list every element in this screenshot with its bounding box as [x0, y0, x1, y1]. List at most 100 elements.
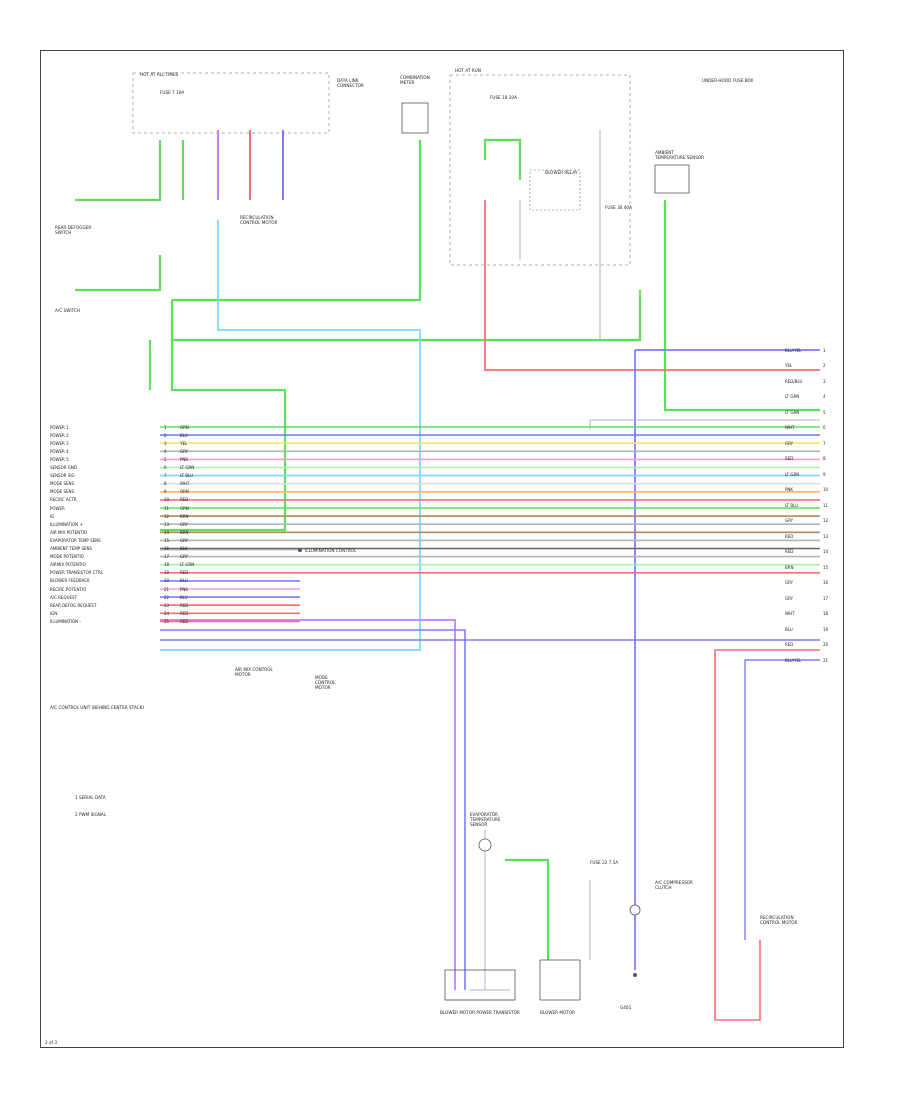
pin-color: GRY — [180, 448, 189, 454]
pin-color: BLU — [180, 432, 188, 438]
blower-motor-label: BLOWER MOTOR — [540, 1010, 576, 1015]
pin-color: PNK — [180, 586, 189, 592]
pin-label: POWER — [50, 505, 65, 511]
right-wire-color: WHT — [785, 611, 795, 616]
hot-label: HOT AT ALL TIMES — [140, 72, 179, 77]
pin-label: POWER 5 — [50, 456, 69, 462]
pin-color: GRY — [180, 521, 189, 527]
pin-number: 15 — [164, 537, 170, 543]
pin-number: 4 — [164, 448, 167, 454]
pin-label: POWER TRANSISTOR CTRL — [50, 570, 104, 576]
pin-number: 7 — [164, 473, 167, 479]
pin-color: RED — [180, 497, 189, 503]
right-wire-color: RED — [785, 533, 794, 539]
blower-motor-body — [539, 959, 581, 1001]
left-switch-1-label: REAR DEFOGGER SWITCH — [55, 225, 92, 236]
pin-number: 18 — [164, 562, 170, 568]
relay-body — [529, 169, 581, 211]
pin-color: RED — [180, 618, 189, 624]
pin-label: AMBIENT TEMP SENS — [50, 546, 93, 551]
pin-color: BLK — [180, 546, 188, 551]
mode-motor-label: MODE CONTROL MOTOR — [315, 675, 336, 691]
fuse-1: FUSE 18 10A — [490, 95, 517, 100]
power-transistor-label: BLOWER MOTOR POWER TRANSISTOR — [440, 1010, 520, 1015]
underhood-box — [449, 74, 631, 266]
pin-number: 21 — [164, 586, 170, 592]
pin-color: ORN — [180, 489, 189, 495]
pin-label: EVAPORATOR TEMP SENS — [50, 537, 101, 543]
right-wire-color: RED — [785, 549, 794, 554]
right-wire-color: BLU — [785, 626, 793, 632]
pin-number: 5 — [164, 456, 167, 462]
right-pin-number: 18 — [823, 611, 829, 616]
blue-wire-5 — [744, 659, 820, 940]
right-wire-color: BLU/YEL — [785, 347, 802, 353]
pin-color: YEL — [180, 440, 188, 446]
combination-meter-body — [401, 102, 429, 134]
right-pin-number: 9 — [823, 471, 826, 477]
right-wire-color: WHT — [785, 425, 795, 430]
pin-label: POWER 4 — [50, 448, 69, 454]
right-pin-number: 10 — [823, 487, 829, 492]
ecu-hot-box — [132, 72, 330, 134]
right-pin-number: 2 — [823, 363, 826, 368]
pin-label: POWER 1 — [50, 424, 69, 430]
pin-label: AIR MIX POTENTIO — [50, 529, 87, 535]
clutch-body — [629, 904, 641, 916]
evap-sensor-label: EVAPORATOR TEMPERATURE SENSOR — [470, 812, 501, 828]
legend-serial: 1 SERIAL DATA — [75, 795, 106, 800]
right-pin-number: 17 — [823, 595, 829, 601]
ambient-sensor-body — [654, 164, 690, 194]
right-pin-number: 4 — [823, 394, 826, 399]
right-pin-number: 7 — [823, 440, 826, 446]
right-pin-number: 1 — [823, 347, 826, 353]
right-wire-color: RED — [785, 642, 794, 647]
right-wire-color: GRY — [785, 595, 794, 601]
right-wire-color: LT GRN — [785, 409, 800, 415]
pin-color: GRY — [180, 554, 189, 560]
right-wire-color: GRY — [785, 440, 794, 446]
ambient-sensor-label: AMBIENT TEMPERATURE SENSOR — [655, 150, 705, 161]
recirc-right-label: RECIRCULATION CONTROL MOTOR — [760, 915, 798, 926]
pin-number: 13 — [164, 521, 170, 527]
ground-dot — [633, 973, 637, 977]
pin-label: A/C REQUEST — [50, 594, 78, 600]
cyan-wire — [160, 220, 421, 651]
pin-label: RECIRC POTENTIO — [50, 586, 87, 592]
right-wire-color: BRN — [785, 564, 794, 570]
pin-color: RED — [180, 570, 189, 576]
violet-wire — [160, 619, 456, 990]
pin-label: MODE SENS — [50, 481, 75, 487]
blower-relay-label: BLOWER RELAY — [545, 170, 578, 175]
pin-color: LT GRN — [180, 562, 195, 568]
pin-number: 20 — [164, 578, 170, 584]
red-relay-wire — [484, 200, 820, 371]
right-pin-number: 12 — [823, 518, 829, 523]
right-pin-number: 6 — [823, 425, 826, 430]
pin-color: GRY — [180, 537, 189, 543]
pin-color: BLU — [180, 594, 188, 600]
right-pin-number: 16 — [823, 580, 829, 585]
pin-number: 10 — [164, 497, 170, 503]
gauge-note: ILLUMINATION CONTROL — [305, 548, 357, 553]
pin-label: IG — [50, 513, 55, 519]
right-wire-color: LT GRN — [785, 471, 800, 477]
right-pin-number: 14 — [823, 549, 829, 554]
pin-number: 25 — [164, 618, 170, 624]
pin-number: 24 — [164, 610, 170, 616]
pin-number: 14 — [164, 529, 170, 535]
pin-number: 1 — [164, 424, 167, 430]
blue-wire-3 — [160, 629, 466, 990]
pin-color: PNK — [180, 456, 189, 462]
pin-label: AIRMIX POTENTIO — [50, 562, 86, 568]
pin-color: RED — [180, 610, 189, 616]
pin-color: BRN — [180, 529, 189, 535]
right-wire-color: GRY — [785, 518, 794, 523]
pin-color: LT GRN — [180, 465, 195, 470]
air-mix-label: AIR MIX CONTROL MOTOR — [235, 667, 273, 678]
pin-label: IGN — [50, 610, 58, 616]
evap-sensor-body — [478, 838, 492, 852]
fuse-3: FUSE 30 40A — [605, 205, 632, 210]
pin-color: BLU — [180, 578, 188, 584]
right-wire-color: LT GRN — [785, 394, 800, 399]
